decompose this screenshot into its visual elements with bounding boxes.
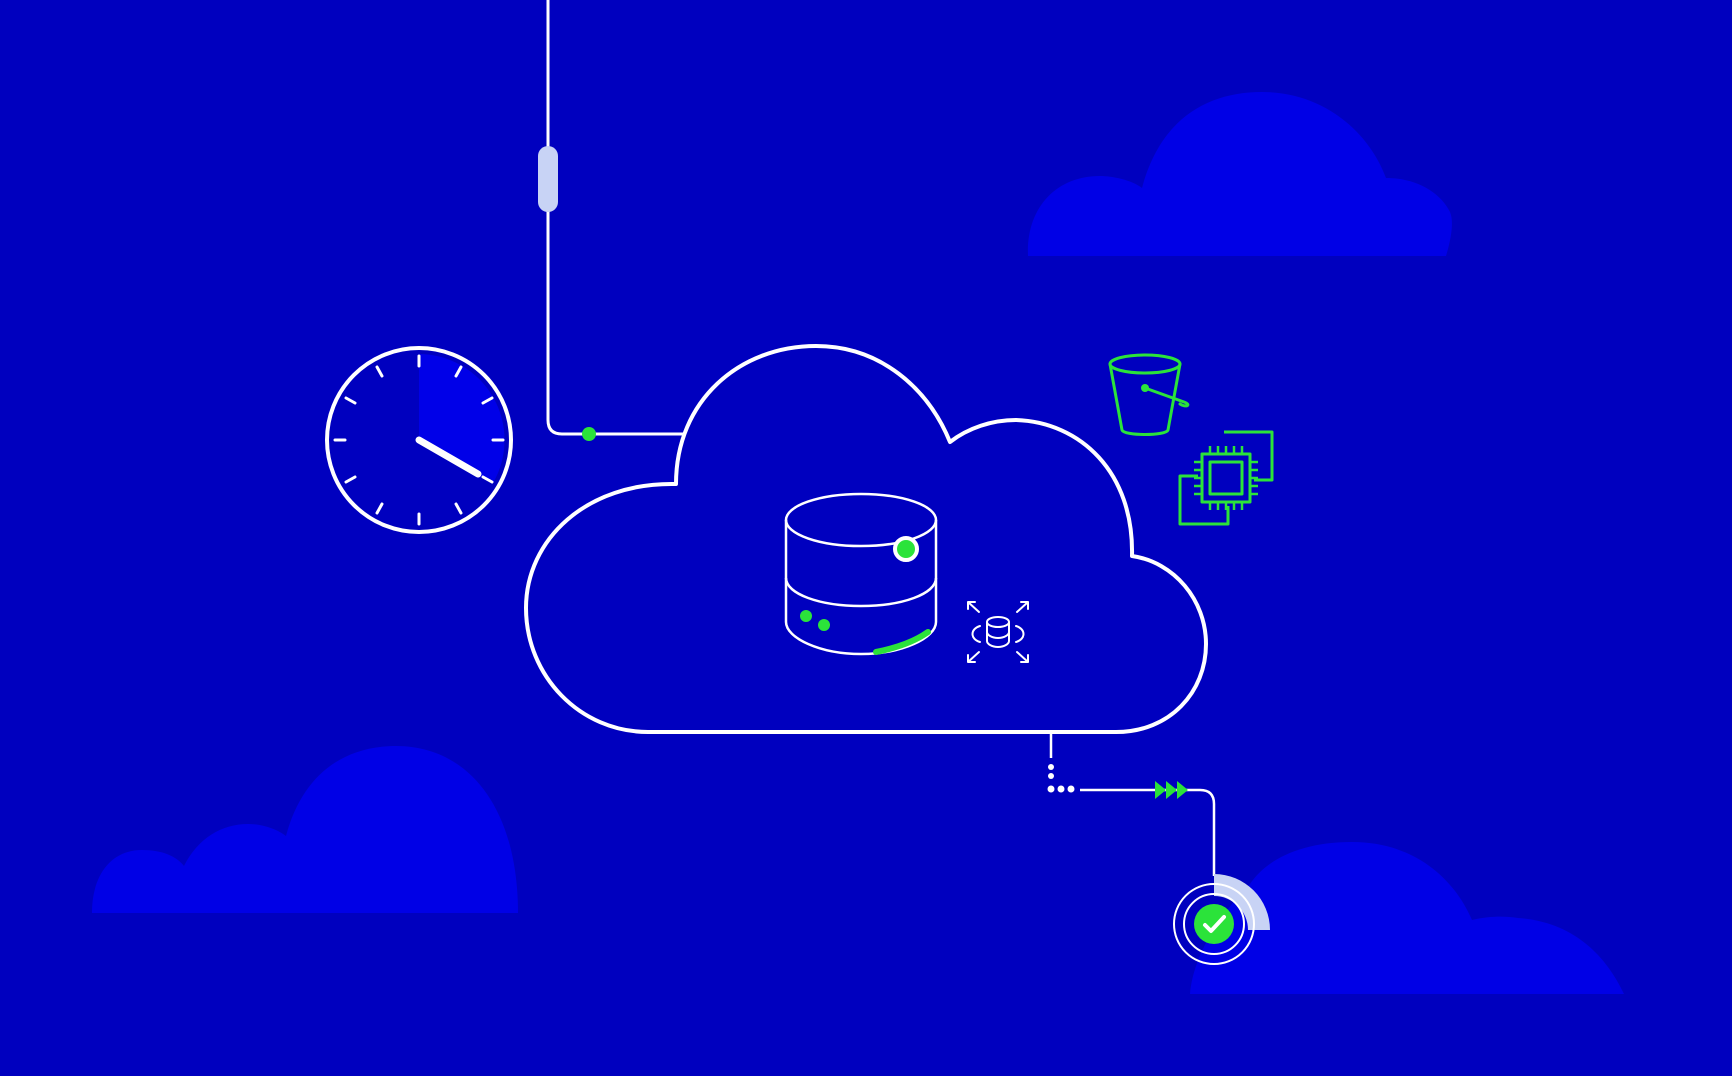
compute-chip-icon <box>1178 430 1274 526</box>
success-progress-arc <box>1214 874 1270 930</box>
storage-bucket-icon <box>1108 353 1190 436</box>
database-progress-arc <box>873 629 931 655</box>
connector-dots <box>1047 764 1075 793</box>
cable-handle <box>538 146 558 212</box>
connector-node-dot <box>582 427 596 441</box>
background-cloud-top-right <box>1027 92 1452 256</box>
background-cloud-bottom-left <box>92 746 518 913</box>
scale-database-icon <box>967 601 1029 663</box>
top-connector-line <box>546 0 684 436</box>
clock-hand <box>415 436 482 478</box>
main-cloud-outline <box>524 344 1208 734</box>
database-led-2 <box>818 619 830 631</box>
database-led-1 <box>800 610 812 622</box>
clock-icon <box>325 346 513 534</box>
storage-bucket-handle-dot <box>1141 384 1149 392</box>
success-check-icon <box>1173 874 1270 965</box>
bottom-connector-line <box>1080 788 1216 876</box>
database-status-indicator <box>893 536 919 562</box>
fast-forward-arrows-icon <box>1155 781 1188 799</box>
background-cloud-bottom-right <box>1190 842 1624 994</box>
